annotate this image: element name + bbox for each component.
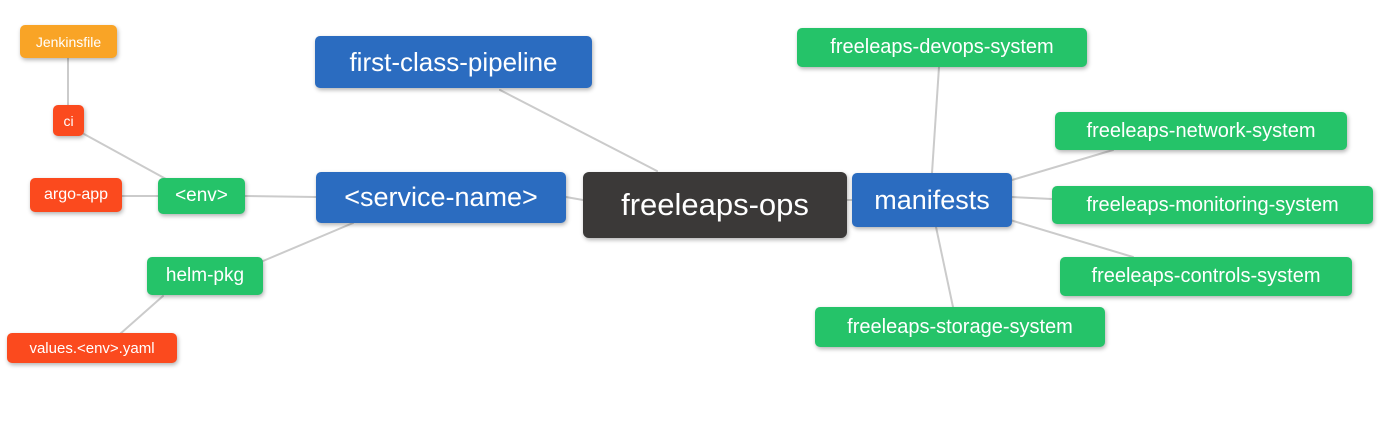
edge-service-name-ops <box>565 196 584 201</box>
edge-manifests-controls <box>1009 219 1134 258</box>
node-service-name-label: <service-name> <box>344 182 538 212</box>
node-first-class-pipeline-label: first-class-pipeline <box>349 46 558 77</box>
edge-helm-pkg-values <box>119 295 164 335</box>
node-ci-label: ci <box>63 112 74 129</box>
node-values-env-yaml[interactable]: values.<env>.yaml <box>7 333 177 363</box>
node-argo-app-label: argo-app <box>43 186 109 203</box>
node-argo-app[interactable]: argo-app <box>30 178 122 212</box>
node-values-env-yaml-label: values.<env>.yaml <box>29 339 155 357</box>
node-freeleaps-ops-root[interactable]: freeleaps-ops <box>583 172 847 238</box>
edge-manifests-network <box>1011 149 1114 181</box>
node-freeleaps-storage-system-label: freeleaps-storage-system <box>847 315 1073 338</box>
node-freeleaps-controls-system-label: freeleaps-controls-system <box>1091 265 1321 287</box>
node-freeleaps-devops-system-label: freeleaps-devops-system <box>830 36 1054 58</box>
node-jenkinsfile[interactable]: Jenkinsfile <box>20 25 117 58</box>
node-helm-pkg-label: helm-pkg <box>165 265 245 286</box>
node-service-name[interactable]: <service-name> <box>316 172 566 223</box>
node-freeleaps-controls-system[interactable]: freeleaps-controls-system <box>1060 257 1352 296</box>
edge-service-name-helm-pkg <box>262 222 354 262</box>
node-freeleaps-network-system-label: freeleaps-network-system <box>1086 119 1316 142</box>
edge-manifests-storage <box>935 226 954 308</box>
edge-ci-env <box>83 133 167 180</box>
node-manifests-label: manifests <box>874 184 990 215</box>
node-helm-pkg[interactable]: helm-pkg <box>147 257 263 295</box>
edge-manifests-devops <box>931 66 940 174</box>
node-ci[interactable]: ci <box>53 105 84 136</box>
edge-env-service-name <box>244 195 317 198</box>
node-env-label: <env> <box>175 185 228 206</box>
node-freeleaps-storage-system[interactable]: freeleaps-storage-system <box>815 307 1105 347</box>
node-freeleaps-ops-label: freeleaps-ops <box>621 187 809 222</box>
node-freeleaps-devops-system[interactable]: freeleaps-devops-system <box>797 28 1087 67</box>
edge-group <box>67 57 1134 335</box>
node-freeleaps-network-system[interactable]: freeleaps-network-system <box>1055 112 1347 150</box>
edge-manifests-monitoring <box>1011 196 1053 200</box>
node-first-class-pipeline[interactable]: first-class-pipeline <box>315 36 592 88</box>
node-jenkinsfile-label: Jenkinsfile <box>35 33 102 50</box>
node-freeleaps-monitoring-system[interactable]: freeleaps-monitoring-system <box>1052 186 1373 224</box>
edge-first-class-ops <box>499 89 658 172</box>
node-env[interactable]: <env> <box>158 178 245 214</box>
node-freeleaps-monitoring-system-label: freeleaps-monitoring-system <box>1086 193 1339 216</box>
node-manifests[interactable]: manifests <box>852 173 1012 227</box>
